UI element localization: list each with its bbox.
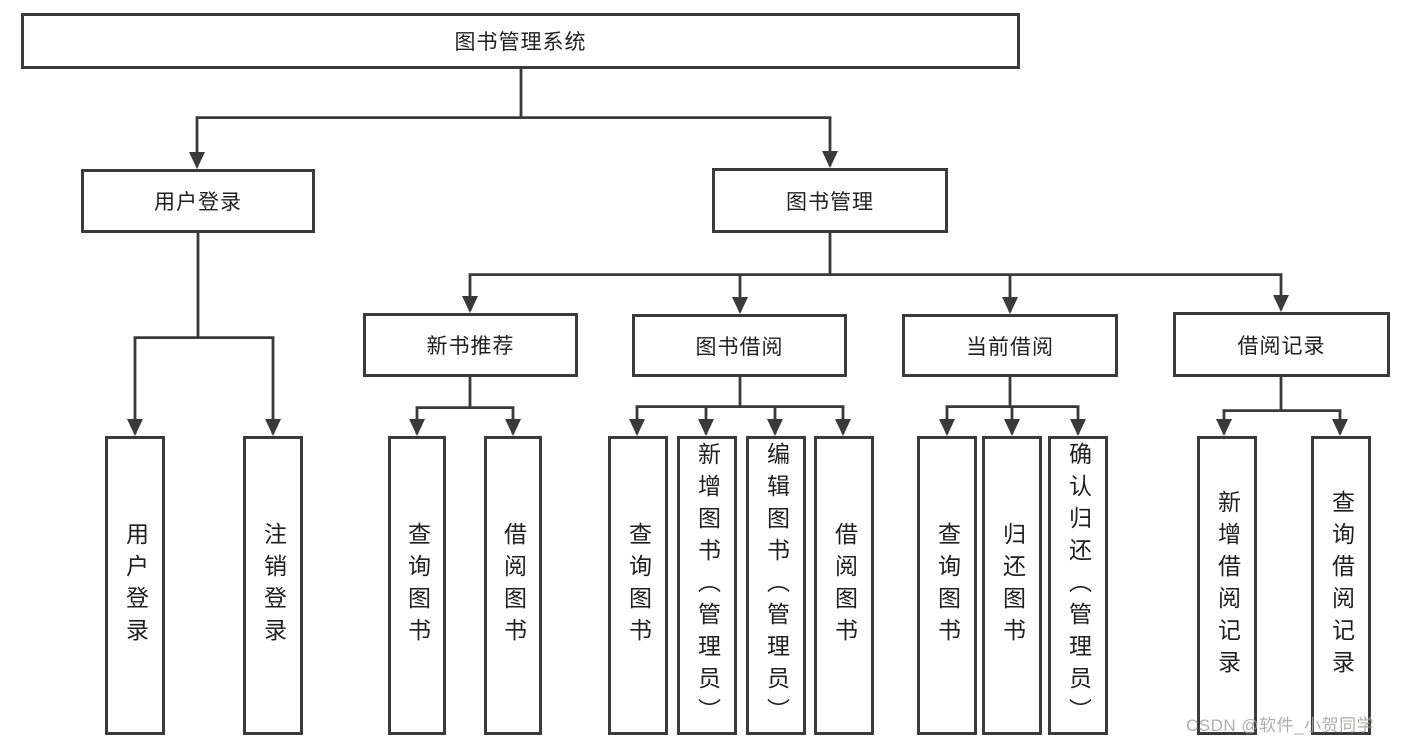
leaf-borrow-books-recommendation: 借阅图书: [484, 436, 542, 735]
node-user-login: 用户登录: [81, 169, 315, 233]
node-current-borrowing: 当前借阅: [902, 314, 1118, 377]
leaf-logout: 注销登录: [243, 436, 303, 735]
node-book-management: 图书管理: [712, 168, 948, 233]
leaf-return-books: 归还图书: [982, 436, 1042, 735]
node-new-book-recommendation: 新书推荐: [363, 313, 578, 377]
leaf-edit-books-admin: 编辑图书（管理员）: [746, 436, 806, 735]
leaf-add-borrowing-record: 新增借阅记录: [1197, 436, 1257, 735]
node-library-management-system: 图书管理系统: [21, 13, 1020, 69]
csdn-watermark: CSDN @软件_小贺同学: [1186, 716, 1375, 735]
leaf-query-books-borrowing: 查询图书: [608, 436, 668, 735]
leaf-confirm-return-admin: 确认归还（管理员）: [1048, 436, 1108, 735]
leaf-query-books-recommendation: 查询图书: [388, 436, 446, 735]
leaf-query-borrowing-record: 查询借阅记录: [1311, 436, 1371, 735]
leaf-query-books-current: 查询图书: [917, 436, 977, 735]
leaf-user-login: 用户登录: [105, 436, 165, 735]
node-book-borrowing: 图书借阅: [632, 314, 847, 377]
leaf-borrow-books: 借阅图书: [814, 436, 874, 735]
leaf-add-books-admin: 新增图书（管理员）: [677, 436, 737, 735]
node-borrowing-records: 借阅记录: [1173, 312, 1390, 377]
